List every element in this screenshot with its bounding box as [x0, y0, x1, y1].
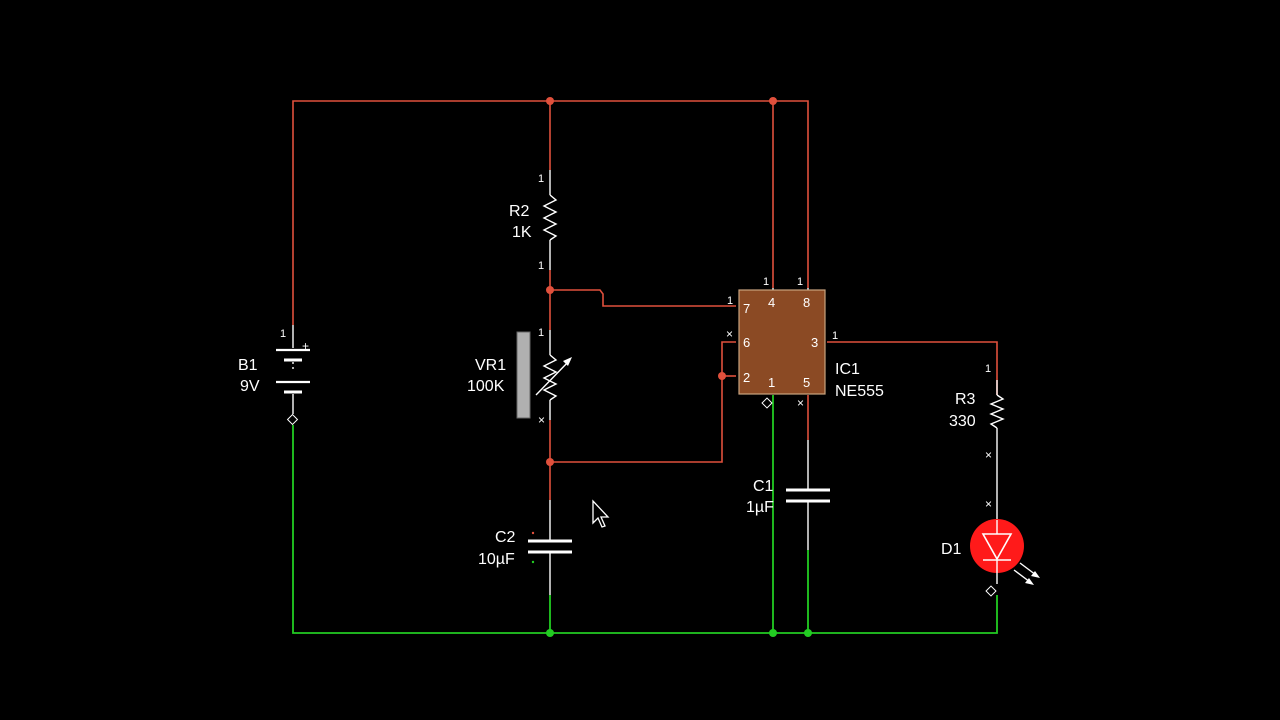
light-emission-arrows-icon — [1013, 562, 1040, 585]
pin-number: 1 — [280, 328, 286, 340]
mouse-cursor-icon — [592, 499, 610, 528]
vr1-ref-label: VR1 — [475, 357, 506, 374]
unconnected-pin-mark: × — [985, 497, 992, 511]
c2-value-label: 10µF — [478, 551, 515, 568]
junction-dot — [546, 458, 554, 466]
d1-ref-label: D1 — [941, 541, 962, 558]
ground-rail[interactable] — [292, 395, 998, 634]
potentiometer-vr1[interactable]: 1 × VR1 100K — [467, 327, 572, 427]
unconnected-pin-mark: × — [985, 448, 992, 462]
ic-pin-6: 6 — [743, 335, 750, 350]
unconnected-pin-mark: × — [538, 413, 545, 427]
open-pin-icon — [985, 585, 997, 597]
unconnected-pin-mark: × — [726, 327, 733, 341]
ic-pin-3: 3 — [811, 335, 818, 350]
junction-dot — [804, 629, 812, 637]
capacitor-c2[interactable]: C2 10µF — [478, 500, 572, 595]
resistor-r3[interactable]: 1 × × R3 330 — [949, 363, 1005, 520]
pin-number: 1 — [538, 260, 544, 272]
resistor-r2[interactable]: 1 1 R2 1K — [509, 170, 558, 272]
ic-pin-5: 5 — [803, 375, 810, 390]
ic-body — [738, 289, 826, 395]
led-d1[interactable]: D1 — [941, 519, 1040, 597]
ic1-ref-label: IC1 — [835, 361, 860, 378]
pin-number: 1 — [538, 327, 544, 339]
ic-pin-8: 8 — [803, 295, 810, 310]
r3-value-label: 330 — [949, 413, 976, 430]
open-pin-icon — [286, 413, 299, 426]
b1-value-label: 9V — [240, 378, 260, 395]
unconnected-pin-mark: × — [797, 396, 804, 410]
junction-dot — [546, 629, 554, 637]
battery-plus-mark: + — [302, 339, 309, 353]
junction-dot — [769, 629, 777, 637]
ic-ne555-ic1[interactable]: 4 8 7 6 3 2 1 5 1 1 1 1 × × IC1 NE555 — [726, 276, 884, 410]
pin-number: 1 — [727, 295, 733, 307]
r2-value-label: 1K — [512, 224, 532, 241]
junction-dot — [769, 97, 777, 105]
ic-pin-7: 7 — [743, 301, 750, 316]
c2-ref-label: C2 — [495, 529, 516, 546]
battery-b1[interactable]: + 1 B1 9V — [238, 325, 310, 426]
junction-dot — [718, 372, 726, 380]
capacitor-c1[interactable]: C1 1µF — [746, 440, 830, 550]
positive-rail[interactable] — [292, 100, 998, 500]
open-pin-icon — [761, 397, 773, 409]
ic1-value-label: NE555 — [835, 383, 884, 400]
pin-number: 1 — [538, 173, 544, 185]
pot-slider-handle[interactable] — [516, 331, 531, 419]
junctions — [546, 97, 812, 637]
c1-value-label: 1µF — [746, 499, 774, 516]
junction-dot — [546, 97, 554, 105]
pin-number: 1 — [763, 276, 769, 288]
pin-number: 1 — [985, 363, 991, 375]
pin-number: 1 — [832, 330, 838, 342]
pin-number: 1 — [797, 276, 803, 288]
junction-dot — [546, 286, 554, 294]
r2-ref-label: R2 — [509, 203, 530, 220]
vr1-value-label: 100K — [467, 378, 505, 395]
ic-pin-1: 1 — [768, 375, 775, 390]
r3-ref-label: R3 — [955, 391, 976, 408]
ic-pin-4: 4 — [768, 295, 775, 310]
ic-pin-2: 2 — [743, 370, 750, 385]
c1-ref-label: C1 — [753, 478, 774, 495]
b1-ref-label: B1 — [238, 357, 258, 374]
